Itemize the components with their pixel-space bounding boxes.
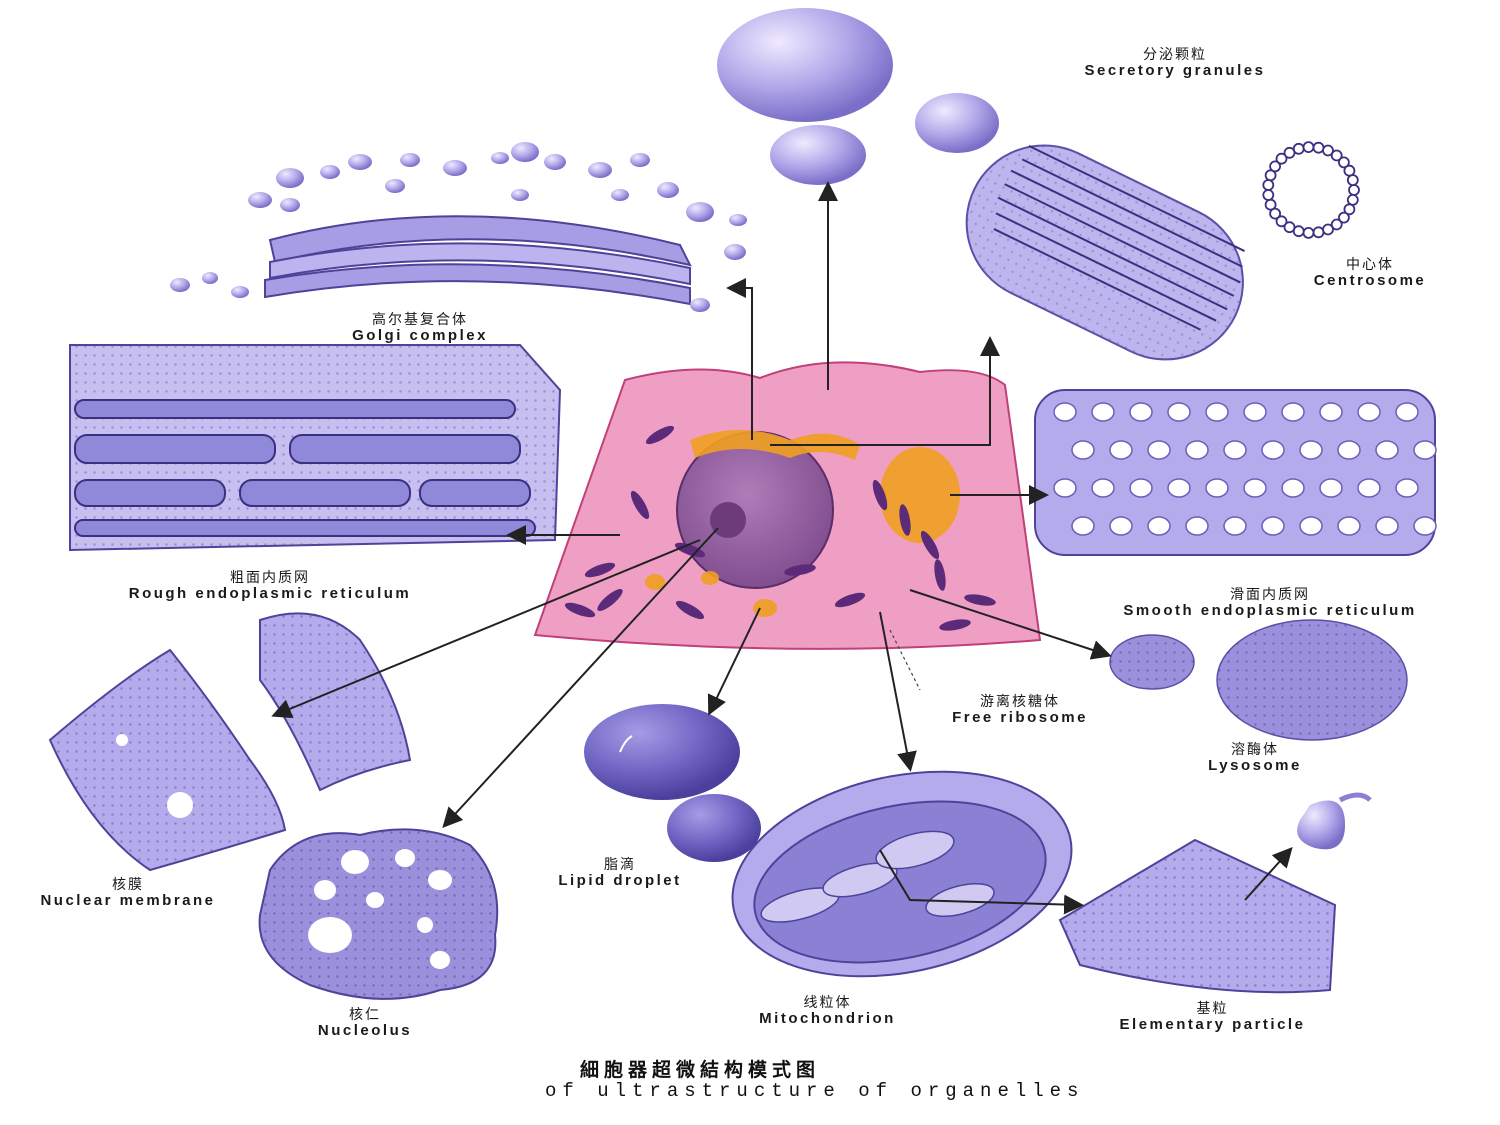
label-secretory-granules: 分泌颗粒 Secretory granules bbox=[1040, 48, 1310, 78]
label-en: Lipid droplet bbox=[558, 871, 682, 889]
label-smooth-er: 滑面内质网 Smooth endoplasmic reticulum bbox=[1060, 588, 1480, 618]
label-rough-er: 粗面内质网 Rough endoplasmic reticulum bbox=[60, 571, 480, 601]
pointer-arrows bbox=[271, 181, 1293, 915]
label-en: Mitochondrion bbox=[759, 1009, 896, 1027]
label-zh: 基粒 bbox=[1196, 1001, 1229, 1017]
rough-er bbox=[69, 344, 562, 552]
label-nucleolus: 核仁 Nucleolus bbox=[290, 1008, 440, 1038]
elementary-particle-detail bbox=[1058, 792, 1372, 994]
label-en: Free ribosome bbox=[952, 708, 1088, 726]
secretory-granules bbox=[717, 8, 999, 185]
label-zh: 核仁 bbox=[349, 1007, 381, 1023]
caption-en: of ultrastructure of organelles bbox=[545, 1080, 1085, 1102]
label-en: Nuclear membrane bbox=[40, 891, 216, 909]
label-elementary-particle: 基粒 Elementary particle bbox=[1075, 1002, 1350, 1032]
label-zh: 高尔基复合体 bbox=[372, 312, 468, 328]
label-lipid-droplet: 脂滴 Lipid droplet bbox=[525, 858, 715, 888]
mitochondrion-detail bbox=[731, 770, 1073, 978]
label-zh: 游离核糖体 bbox=[980, 694, 1060, 710]
nuclear-membrane bbox=[48, 612, 412, 872]
label-zh: 分泌颗粒 bbox=[1143, 47, 1207, 63]
label-centrosome: 中心体 Centrosome bbox=[1285, 258, 1455, 288]
label-en: Lysosome bbox=[1208, 756, 1302, 774]
label-zh: 溶酶体 bbox=[1231, 742, 1279, 758]
label-en: Elementary particle bbox=[1119, 1015, 1306, 1033]
golgi-complex bbox=[170, 142, 747, 312]
centrosome bbox=[965, 141, 1360, 361]
label-nuclear-membrane: 核膜 Nuclear membrane bbox=[0, 878, 256, 908]
label-en: Golgi complex bbox=[352, 326, 488, 344]
label-en: Smooth endoplasmic reticulum bbox=[1123, 601, 1417, 619]
lipid-droplets bbox=[584, 704, 761, 862]
label-en: Secretory granules bbox=[1084, 61, 1266, 79]
label-zh: 粗面内质网 bbox=[230, 570, 310, 586]
label-zh: 线粒体 bbox=[803, 995, 852, 1011]
nucleolus bbox=[258, 828, 499, 1000]
free-ribosome-pointer bbox=[889, 629, 921, 691]
label-zh: 滑面内质网 bbox=[1230, 587, 1310, 603]
label-en: Centrosome bbox=[1313, 271, 1427, 289]
label-free-ribosome: 游离核糖体 Free ribosome bbox=[915, 695, 1125, 725]
label-zh: 核膜 bbox=[112, 877, 144, 893]
label-golgi: 高尔基复合体 Golgi complex bbox=[320, 313, 520, 343]
label-zh: 脂滴 bbox=[604, 857, 636, 873]
lysosomes bbox=[1109, 619, 1408, 741]
label-mitochondrion: 线粒体 Mitochondrion bbox=[720, 996, 935, 1026]
label-zh: 中心体 bbox=[1346, 257, 1394, 273]
label-en: Nucleolus bbox=[317, 1021, 413, 1039]
label-lysosome: 溶酶体 Lysosome bbox=[1180, 743, 1330, 773]
cell-body bbox=[533, 361, 1042, 650]
smooth-er bbox=[1034, 389, 1437, 556]
label-en: Rough endoplasmic reticulum bbox=[128, 584, 412, 602]
caption-zh: 細胞器超微結构模式图 bbox=[580, 1059, 821, 1081]
